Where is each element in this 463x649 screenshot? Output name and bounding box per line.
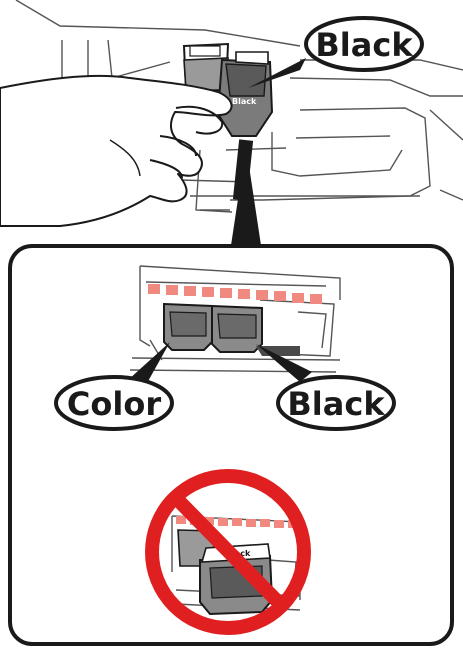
black-cartridge-top: Black — [218, 52, 272, 136]
black-cartridge-installed — [212, 306, 262, 352]
top-illustration: Black Black — [0, 0, 463, 226]
cartridge-label-top: Black — [232, 97, 257, 106]
callout-color: Color — [67, 385, 161, 423]
color-cartridge-installed — [164, 304, 212, 350]
callout-black-top: Black — [315, 26, 413, 64]
callout-black-bottom: Black — [287, 385, 385, 423]
